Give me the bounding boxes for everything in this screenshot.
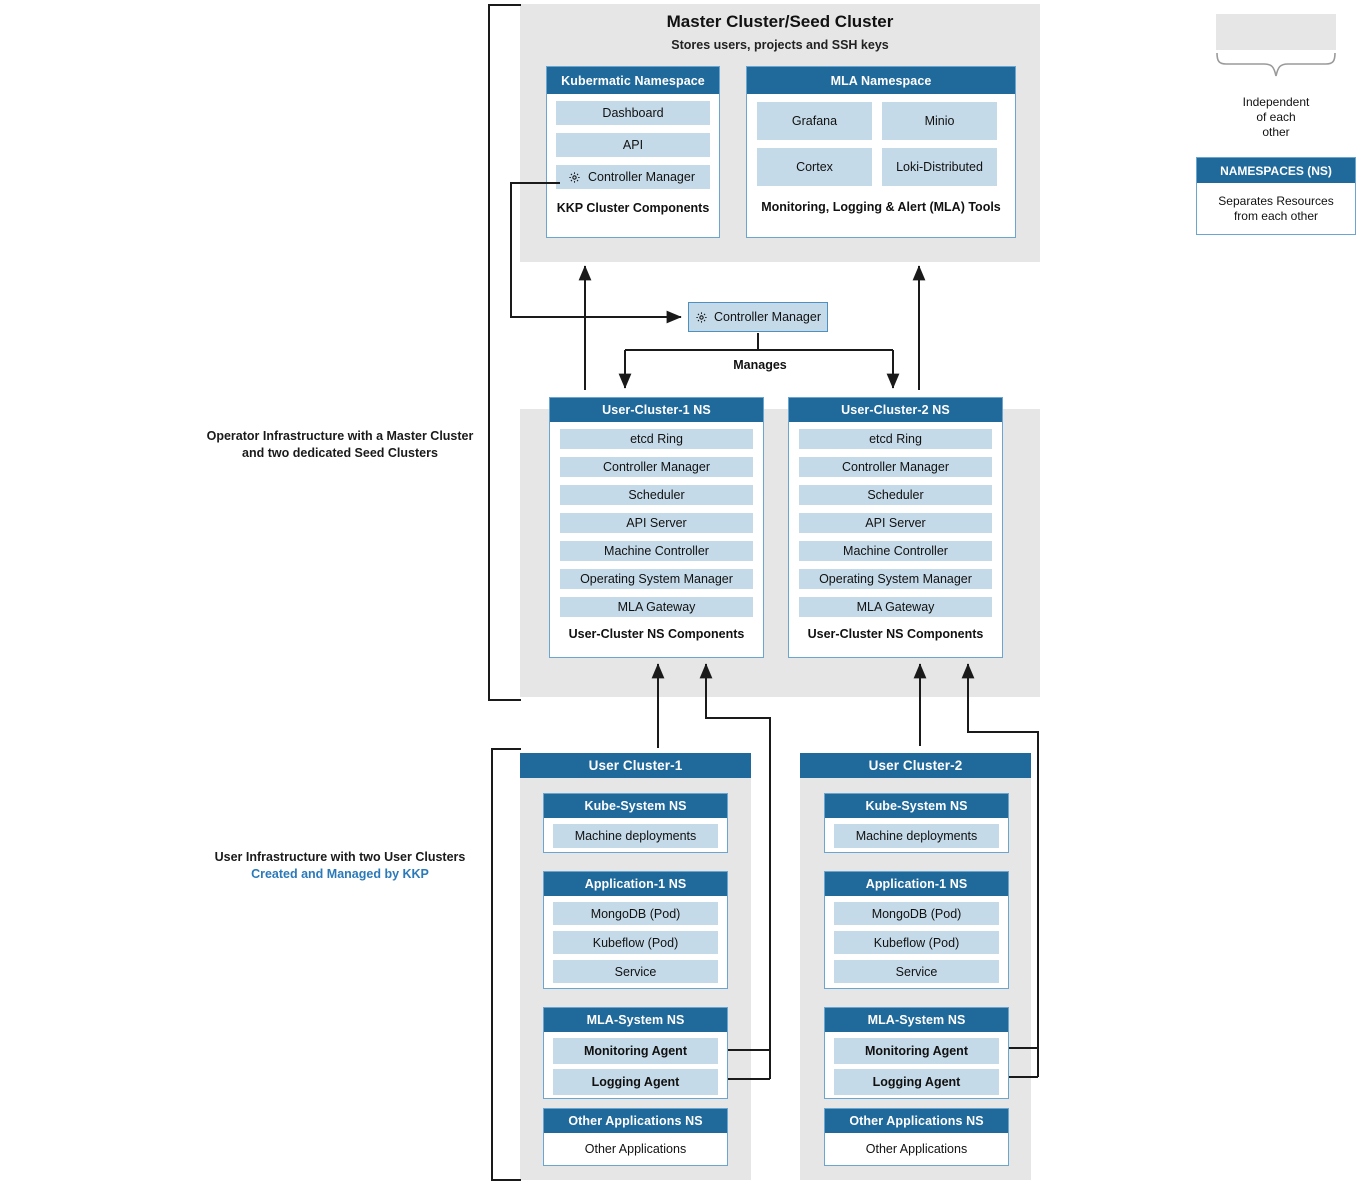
uc2-other-applications-item[interactable]: Other Applications xyxy=(865,1142,968,1156)
uc1-ns-item-machine-controller[interactable]: Machine Controller xyxy=(560,541,753,561)
mla-item-cortex[interactable]: Cortex xyxy=(757,148,872,186)
user-cluster-1-header: User Cluster-1 xyxy=(520,753,751,778)
uc2-other-applications-ns-box: Other Applications NS Other Applications xyxy=(824,1108,1009,1166)
user-cluster-2-ns-header: User-Cluster-2 NS xyxy=(789,398,1002,422)
master-cluster-subtitle: Stores users, projects and SSH keys xyxy=(671,38,889,52)
manages-edge-label: Manages xyxy=(733,358,787,372)
gear-icon xyxy=(695,311,708,324)
legend-independent-line-3: other xyxy=(1262,125,1290,139)
uc1-app-item-mongodb[interactable]: MongoDB (Pod) xyxy=(553,902,718,925)
kubermatic-namespace-box: Kubermatic Namespace Dashboard API Contr… xyxy=(546,66,720,238)
legend-namespaces-header: NAMESPACES (NS) xyxy=(1197,158,1355,183)
uc1-kube-system-ns-header: Kube-System NS xyxy=(544,794,727,818)
mla-item-grafana[interactable]: Grafana xyxy=(757,102,872,140)
legend-curly-brace xyxy=(1216,52,1336,77)
user-infrastructure-line-1: User Infrastructure with two User Cluste… xyxy=(214,850,466,864)
uc1-other-applications-ns-header: Other Applications NS xyxy=(544,1109,727,1133)
user-infrastructure-line-2: Created and Managed by KKP xyxy=(251,867,429,881)
uc2-ns-item-api-server[interactable]: API Server xyxy=(799,513,992,533)
uc2-mla-item-monitoring-agent[interactable]: Monitoring Agent xyxy=(834,1038,999,1064)
uc2-ns-item-controller-manager[interactable]: Controller Manager xyxy=(799,457,992,477)
uc2-app-item-service[interactable]: Service xyxy=(834,960,999,983)
operator-infrastructure-bracket xyxy=(488,4,521,701)
gear-icon xyxy=(568,171,581,184)
kubermatic-item-controller-manager[interactable]: Controller Manager xyxy=(556,165,710,189)
uc1-mla-system-ns-header: MLA-System NS xyxy=(544,1008,727,1032)
legend-independent-text: Independent of each other xyxy=(1196,95,1356,140)
mla-footer-caption: Monitoring, Logging & Alert (MLA) Tools xyxy=(761,200,1001,214)
kubermatic-footer-caption: KKP Cluster Components xyxy=(556,201,710,215)
uc2-ns-item-operating-system-manager[interactable]: Operating System Manager xyxy=(799,569,992,589)
uc2-mla-system-ns-header: MLA-System NS xyxy=(825,1008,1008,1032)
legend-independent-line-1: Independent xyxy=(1242,95,1310,109)
legend-namespaces-line-1: Separates Resources xyxy=(1218,194,1334,208)
kubermatic-item-controller-manager-label: Controller Manager xyxy=(588,170,695,184)
uc1-ns-item-controller-manager[interactable]: Controller Manager xyxy=(560,457,753,477)
uc2-ns-item-scheduler[interactable]: Scheduler xyxy=(799,485,992,505)
uc1-kube-system-item-machine-deployments[interactable]: Machine deployments xyxy=(553,824,718,848)
uc1-app-item-kubeflow[interactable]: Kubeflow (Pod) xyxy=(553,931,718,954)
user-cluster-1-ns-box: User-Cluster-1 NS etcd Ring Controller M… xyxy=(549,397,764,658)
controller-manager-box[interactable]: Controller Manager xyxy=(688,302,828,332)
uc2-app-item-mongodb[interactable]: MongoDB (Pod) xyxy=(834,902,999,925)
uc2-kube-system-ns-header: Kube-System NS xyxy=(825,794,1008,818)
uc1-ns-footer-caption: User-Cluster NS Components xyxy=(568,627,745,641)
uc1-ns-item-scheduler[interactable]: Scheduler xyxy=(560,485,753,505)
uc2-application-1-ns-box: Application-1 NS MongoDB (Pod) Kubeflow … xyxy=(824,871,1009,989)
legend-independent-swatch xyxy=(1216,14,1336,50)
kubermatic-item-dashboard[interactable]: Dashboard xyxy=(556,101,710,125)
uc1-mla-item-monitoring-agent[interactable]: Monitoring Agent xyxy=(553,1038,718,1064)
uc2-mla-system-ns-box: MLA-System NS Monitoring Agent Logging A… xyxy=(824,1007,1009,1099)
uc2-ns-item-etcd-ring[interactable]: etcd Ring xyxy=(799,429,992,449)
uc1-ns-item-api-server[interactable]: API Server xyxy=(560,513,753,533)
uc2-app-item-kubeflow[interactable]: Kubeflow (Pod) xyxy=(834,931,999,954)
uc2-mla-item-logging-agent[interactable]: Logging Agent xyxy=(834,1069,999,1095)
uc2-ns-item-mla-gateway[interactable]: MLA Gateway xyxy=(799,597,992,617)
uc2-ns-footer-caption: User-Cluster NS Components xyxy=(807,627,984,641)
mla-item-minio[interactable]: Minio xyxy=(882,102,997,140)
uc1-other-applications-ns-box: Other Applications NS Other Applications xyxy=(543,1108,728,1166)
uc2-kube-system-item-machine-deployments[interactable]: Machine deployments xyxy=(834,824,999,848)
uc2-ns-item-machine-controller[interactable]: Machine Controller xyxy=(799,541,992,561)
legend-namespaces-body: Separates Resources from each other xyxy=(1197,183,1355,235)
user-cluster-2-ns-box: User-Cluster-2 NS etcd Ring Controller M… xyxy=(788,397,1003,658)
uc1-application-1-ns-box: Application-1 NS MongoDB (Pod) Kubeflow … xyxy=(543,871,728,989)
uc1-mla-system-ns-box: MLA-System NS Monitoring Agent Logging A… xyxy=(543,1007,728,1099)
mla-namespace-box: MLA Namespace Grafana Minio Cortex Loki-… xyxy=(746,66,1016,238)
uc1-ns-item-etcd-ring[interactable]: etcd Ring xyxy=(560,429,753,449)
uc1-ns-item-mla-gateway[interactable]: MLA Gateway xyxy=(560,597,753,617)
kubermatic-namespace-header: Kubermatic Namespace xyxy=(547,67,719,94)
mla-namespace-header: MLA Namespace xyxy=(747,67,1015,94)
operator-infrastructure-line-2: and two dedicated Seed Clusters xyxy=(242,446,438,460)
master-cluster-title: Master Cluster/Seed Cluster xyxy=(666,12,894,31)
legend-independent-line-2: of each xyxy=(1256,110,1296,124)
mla-item-loki-distributed[interactable]: Loki-Distributed xyxy=(882,148,997,186)
user-infrastructure-label: User Infrastructure with two User Cluste… xyxy=(180,849,500,883)
uc1-mla-item-logging-agent[interactable]: Logging Agent xyxy=(553,1069,718,1095)
user-cluster-1-ns-header: User-Cluster-1 NS xyxy=(550,398,763,422)
uc1-kube-system-ns-box: Kube-System NS Machine deployments xyxy=(543,793,728,853)
operator-infrastructure-label: Operator Infrastructure with a Master Cl… xyxy=(180,428,500,462)
uc2-other-applications-ns-header: Other Applications NS xyxy=(825,1109,1008,1133)
uc1-other-applications-item[interactable]: Other Applications xyxy=(584,1142,687,1156)
user-infrastructure-bracket xyxy=(491,748,521,1181)
controller-manager-label: Controller Manager xyxy=(714,310,821,324)
legend-namespaces-line-2: from each other xyxy=(1233,209,1319,223)
user-cluster-2-header: User Cluster-2 xyxy=(800,753,1031,778)
uc2-kube-system-ns-box: Kube-System NS Machine deployments xyxy=(824,793,1009,853)
legend-namespaces-box: NAMESPACES (NS) Separates Resources from… xyxy=(1196,157,1356,235)
uc2-application-1-ns-header: Application-1 NS xyxy=(825,872,1008,896)
operator-infrastructure-line-1: Operator Infrastructure with a Master Cl… xyxy=(206,429,474,443)
kubermatic-item-api[interactable]: API xyxy=(556,133,710,157)
uc1-application-1-ns-header: Application-1 NS xyxy=(544,872,727,896)
uc1-ns-item-operating-system-manager[interactable]: Operating System Manager xyxy=(560,569,753,589)
uc1-app-item-service[interactable]: Service xyxy=(553,960,718,983)
